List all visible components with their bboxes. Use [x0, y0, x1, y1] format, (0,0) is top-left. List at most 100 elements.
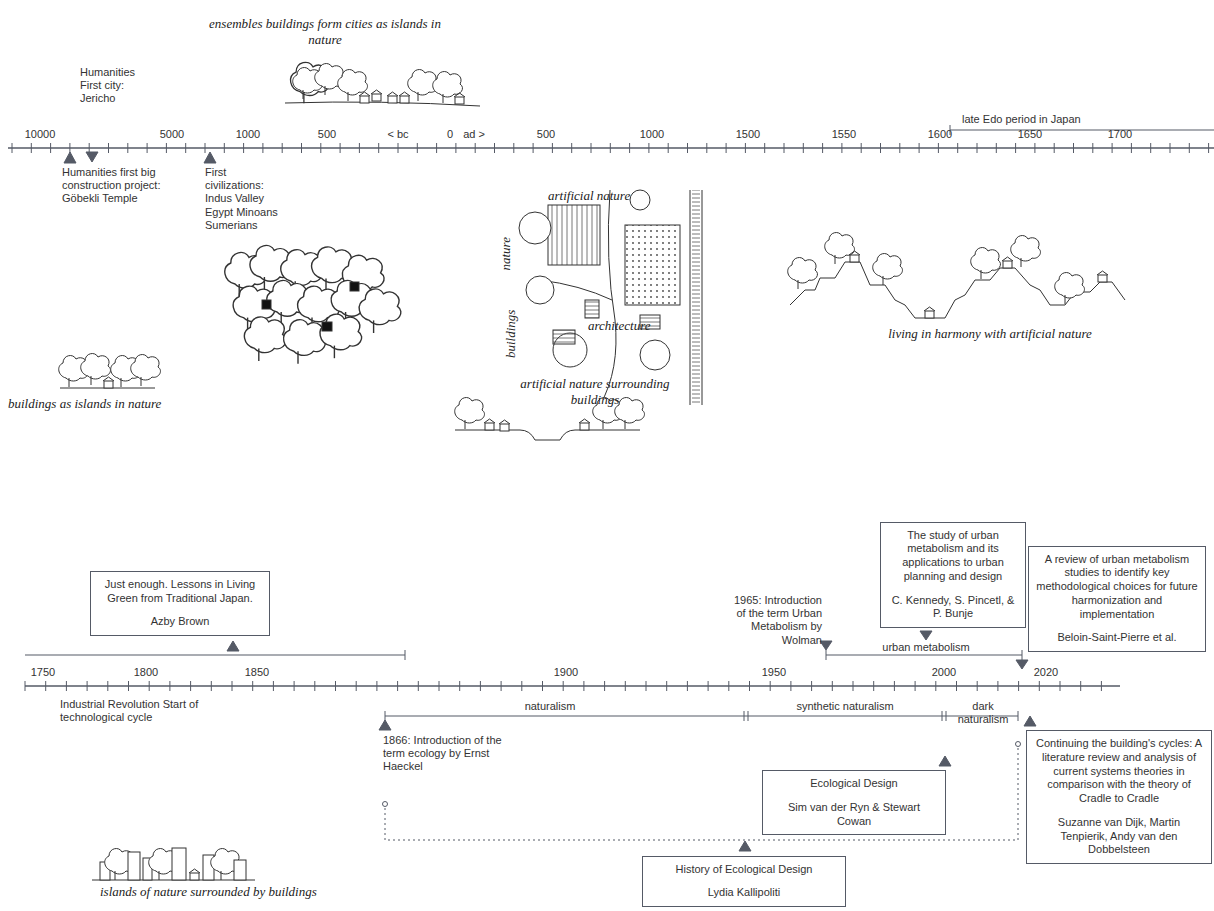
reference-box: Continuing the building's cycles: A lite…: [1026, 730, 1212, 864]
axis-tick: [832, 681, 833, 691]
axis-tick: [591, 143, 592, 153]
axis-tick: [841, 143, 842, 153]
axis-tick: [706, 143, 707, 153]
timeline-label: 1000: [627, 128, 677, 141]
axis-tick: [977, 143, 978, 153]
axis-tick: [211, 681, 212, 691]
timeline-label: 1866: Introduction of the term ecology b…: [383, 734, 523, 774]
sketch-caption: buildings: [503, 299, 519, 369]
axis-tick: [1073, 143, 1074, 153]
timeline-label: 1800: [121, 666, 171, 679]
axis-tick: [273, 681, 274, 691]
timeline-label: urban metabolism: [866, 641, 986, 654]
axis-tick: [687, 681, 688, 691]
timeline-label: 1950: [749, 666, 799, 679]
axis-tick: [521, 681, 522, 691]
reference-box: History of Ecological DesignLydia Kallip…: [642, 856, 846, 908]
axis-tick: [915, 681, 916, 691]
axis-tick: [1170, 143, 1171, 153]
axis-tick: [376, 681, 377, 691]
axis-tick: [107, 681, 108, 691]
axis-tick: [66, 681, 67, 691]
axis-tick: [87, 681, 88, 691]
timeline-label: 1600: [915, 128, 965, 141]
axis-tick: [108, 143, 109, 153]
axis-tick: [282, 143, 283, 153]
timeline-label: 1850: [232, 666, 282, 679]
timeline-label: late Edo period in Japan: [962, 113, 1162, 126]
reference-title: History of Ecological Design: [650, 863, 838, 877]
reference-box: The study of urban metabolism and its ap…: [880, 522, 1026, 629]
axis-tick: [252, 681, 253, 691]
axis-tick: [378, 143, 379, 153]
timeline-label: 1965: Introduction of the term Urban Met…: [722, 594, 822, 647]
axis-tick: [935, 681, 936, 691]
axis-tick: [646, 681, 647, 691]
axis-tick: [69, 143, 70, 153]
axis-tick: [542, 681, 543, 691]
axis-tick: [880, 143, 881, 153]
axis-tick: [31, 143, 32, 153]
reference-title: The study of urban metabolism and its ap…: [888, 529, 1018, 584]
axis-tick: [89, 143, 90, 153]
timeline-label: Industrial Revolution Start of technolog…: [60, 698, 200, 724]
axis-tick: [169, 681, 170, 691]
reference-title: A review of urban metabolism studies to …: [1036, 553, 1198, 622]
timeline-label: 1500: [723, 128, 773, 141]
sketch-caption: living in harmony with artificial nature: [860, 326, 1120, 342]
timeline-label: dark naturalism: [948, 700, 1018, 726]
reference-box: A review of urban metabolism studies to …: [1028, 546, 1206, 653]
timeline-label: 1000: [223, 128, 273, 141]
axis-tick: [147, 143, 148, 153]
axis-tick: [513, 143, 514, 153]
axis-tick: [853, 681, 854, 691]
timeline-label: Humanities First city: Jericho: [80, 66, 152, 106]
timeline-label: 1700: [1095, 128, 1145, 141]
axis-tick: [1034, 143, 1035, 153]
axis-tick: [977, 681, 978, 691]
axis-tick: [439, 681, 440, 691]
axis-tick: [1150, 143, 1151, 153]
sketch-caption: artificial nature surrounding buildings: [500, 376, 690, 407]
axis-tick: [996, 143, 997, 153]
axis-tick: [436, 143, 437, 153]
axis-tick: [149, 681, 150, 691]
timeline-label: synthetic naturalism: [785, 700, 905, 713]
axis-tick: [459, 681, 460, 691]
reference-authors: Lydia Kallipoliti: [650, 886, 838, 900]
axis-tick: [359, 143, 360, 153]
axis-tick: [899, 143, 900, 153]
axis-tick: [1208, 143, 1209, 153]
axis-tick: [790, 681, 791, 691]
axis-tick: [666, 681, 667, 691]
axis-tick: [25, 681, 26, 691]
axis-tick: [417, 143, 418, 153]
timeline-label: 10000: [15, 128, 65, 141]
axis-tick: [501, 681, 502, 691]
axis-tick: [583, 681, 584, 691]
axis-tick: [320, 143, 321, 153]
reference-box: Just enough. Lessons in Living Green fro…: [90, 571, 270, 636]
timeline-label: < bc: [373, 128, 423, 141]
axis-tick: [418, 681, 419, 691]
axis-tick: [938, 143, 939, 153]
axis-tick: [1018, 681, 1019, 691]
reference-authors: Suzanne van Dijk, Martin Tenpierik, Andy…: [1034, 816, 1204, 857]
timeline-label: 2000: [919, 666, 969, 679]
axis-tick: [314, 681, 315, 691]
axis-tick: [12, 143, 13, 153]
reference-authors: C. Kennedy, S. Pincetl, & P. Bunje: [888, 594, 1018, 622]
axis-tick: [726, 143, 727, 153]
axis-tick: [610, 143, 611, 153]
axis-tick: [1060, 681, 1061, 691]
axis-tick: [398, 143, 399, 153]
timeline-label: 1650: [1005, 128, 1055, 141]
axis-tick: [232, 681, 233, 691]
axis-tick: [668, 143, 669, 153]
axis-tick: [340, 143, 341, 153]
timeline-label: 2020: [1021, 666, 1071, 679]
timeline-label: 500: [521, 128, 571, 141]
axis-tick: [604, 681, 605, 691]
timeline-label: Humanities first big construction projec…: [62, 166, 166, 206]
